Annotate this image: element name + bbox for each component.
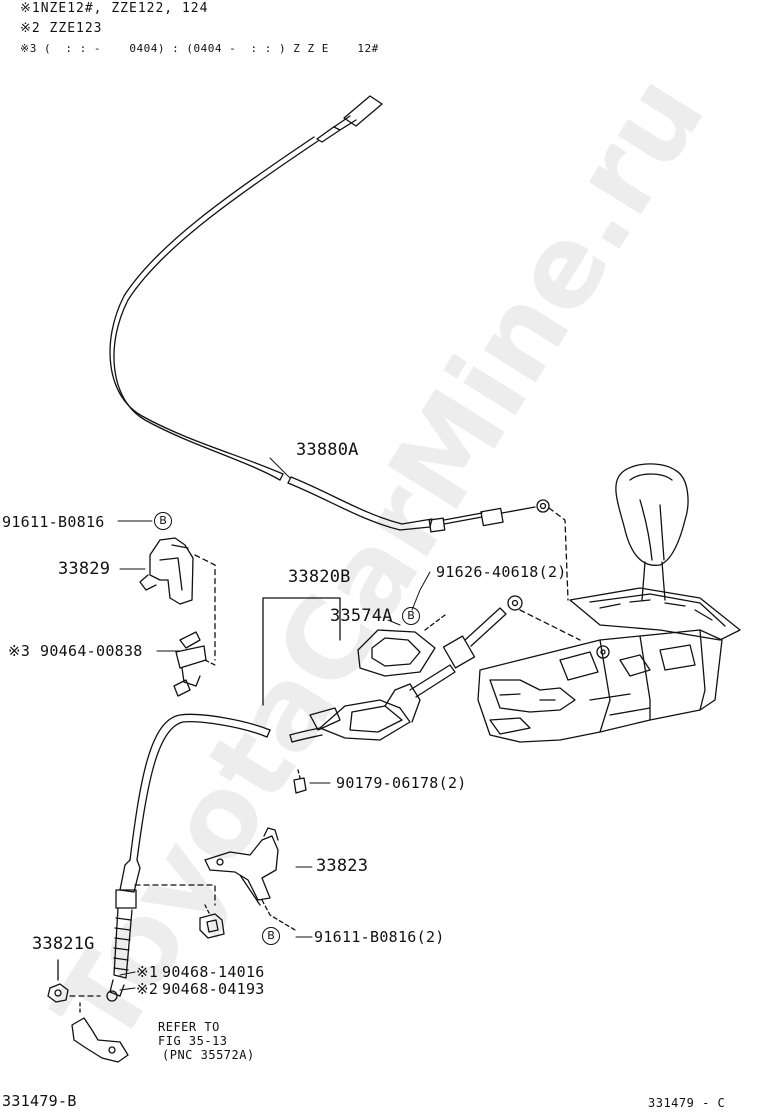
shift-cable-upper	[109, 95, 550, 533]
label-91611-b0816-upper: 91611-B0816	[2, 513, 105, 531]
label-33829: 33829	[58, 559, 111, 579]
refer-line-2: FIG 35-13	[158, 1034, 228, 1048]
label-90468-04193: 90468-04193	[162, 980, 265, 998]
label-90464-00838: 90464-00838	[40, 642, 143, 660]
callout-b-lower: B	[262, 927, 280, 945]
mark-1: ※1	[136, 963, 159, 981]
plate-33820B	[309, 683, 421, 741]
refer-line-1: REFER TO	[158, 1020, 220, 1034]
label-91626-40618: 91626-40618(2)	[436, 563, 567, 581]
label-33821G: 33821G	[32, 934, 95, 954]
shift-lever-assembly	[477, 463, 741, 743]
refer-line-3: (PNC 35572A)	[162, 1048, 255, 1062]
nut-33821G	[47, 959, 101, 1003]
figure-code-right: 331479 - C	[648, 1096, 726, 1110]
shift-cable-lower	[106, 713, 323, 1002]
label-91611-b0816-lower: 91611-B0816(2)	[314, 928, 445, 946]
cable-rod-to-shifter	[409, 595, 523, 698]
mark-2: ※2	[136, 980, 159, 998]
label-33880A: 33880A	[296, 440, 359, 460]
label-90468-14016: 90468-14016	[162, 963, 265, 981]
note-1: ※1NZE12#, ZZE122, 124	[20, 1, 209, 16]
lever-35572A	[71, 999, 129, 1063]
clip-90468	[199, 913, 225, 939]
note-2: ※2 ZZE123	[20, 21, 103, 36]
label-33823: 33823	[316, 856, 369, 876]
clip-90464	[173, 631, 207, 697]
label-33820B: 33820B	[288, 567, 351, 587]
callout-b-upper: B	[154, 512, 172, 530]
note-3: ※3 ( : : - 0404) : (0404 - : : ) Z Z E 1…	[20, 42, 379, 55]
bracket-33823	[204, 827, 279, 906]
label-90179-06178: 90179-06178(2)	[336, 774, 467, 792]
label-33574A: 33574A	[330, 606, 393, 626]
nut-90179	[293, 769, 307, 794]
seal-33574A	[357, 629, 436, 677]
bracket-33829	[139, 537, 194, 605]
callout-b-middle: B	[402, 607, 420, 625]
mark-3: ※3	[8, 642, 31, 660]
figure-code-left: 331479-B	[2, 1092, 77, 1110]
leader-lines	[117, 457, 431, 991]
